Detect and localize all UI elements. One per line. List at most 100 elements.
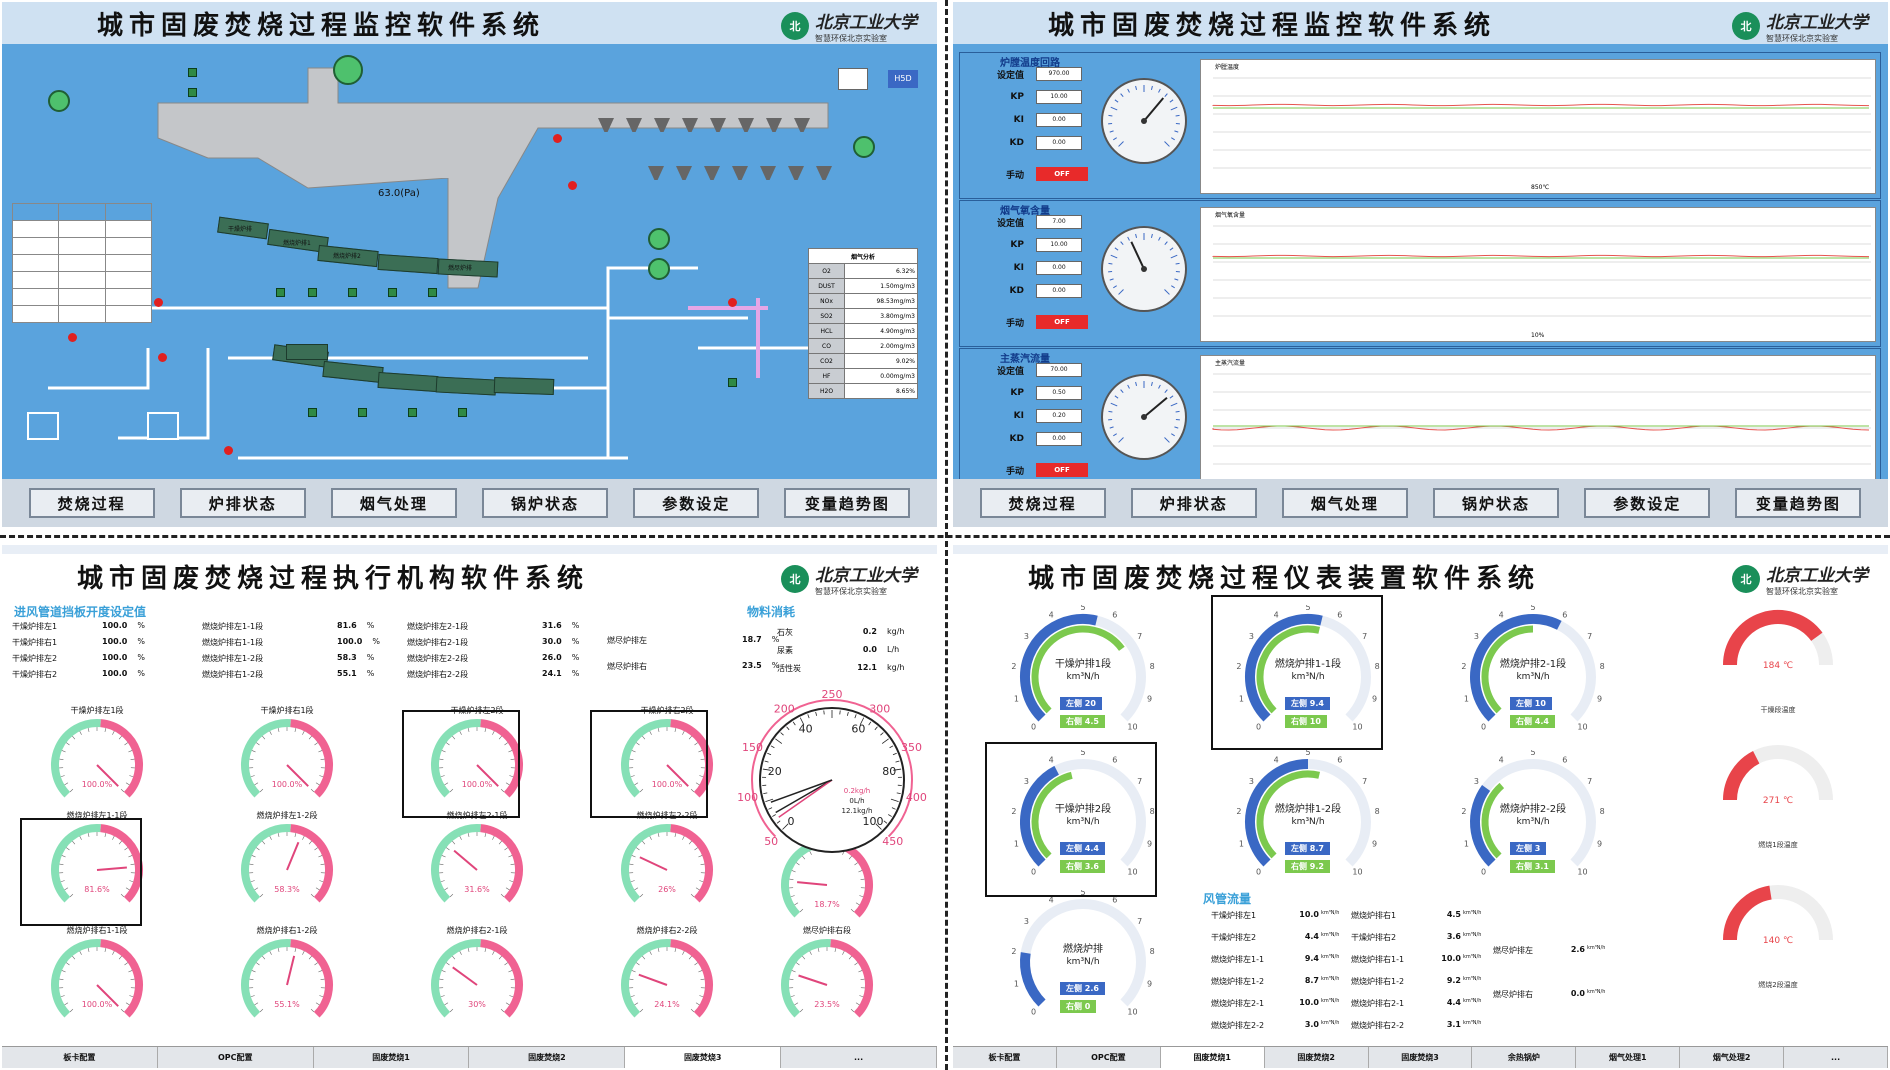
- grate-lower-5[interactable]: [493, 376, 555, 396]
- valve-icon-11[interactable]: [458, 408, 467, 417]
- dial-tick: [1109, 278, 1114, 281]
- dial-tick: [1113, 137, 1117, 141]
- param-input[interactable]: 0.00: [1036, 284, 1082, 298]
- valve-icon-2[interactable]: [188, 88, 197, 97]
- nav-fluegas-button[interactable]: 烟气处理: [1281, 488, 1408, 518]
- logo: 北 北京工业大学智慧环保北京实验室: [1732, 561, 1868, 597]
- fan-icon-1[interactable]: [48, 90, 70, 112]
- nav-boiler-button[interactable]: 锅炉状态: [482, 488, 609, 518]
- nav-trend-button[interactable]: 变量趋势图: [784, 488, 911, 518]
- dial-outer-label: 250: [822, 688, 843, 701]
- opening-gauge: 100.0%: [241, 719, 333, 798]
- tab-opc-config[interactable]: OPC配置: [158, 1047, 314, 1068]
- nav-params-button[interactable]: 参数设定: [633, 488, 760, 518]
- param-input[interactable]: 10.00: [1036, 90, 1082, 104]
- valve-icon-6[interactable]: [388, 288, 397, 297]
- nav-incineration-button[interactable]: 焚烧过程: [979, 488, 1106, 518]
- flow-label: 燃尽炉排左: [1493, 946, 1533, 955]
- gauge-title: 燃烧炉排2-1段: [1500, 657, 1566, 670]
- valve-icon-8[interactable]: [308, 408, 317, 417]
- dial-tick: [1108, 114, 1113, 117]
- svg-text:10: 10: [1127, 867, 1137, 876]
- damper-value: 30.0: [542, 637, 562, 646]
- valve-icon-10[interactable]: [408, 408, 417, 417]
- damper-value: 100.0: [102, 653, 128, 662]
- fan-icon-4[interactable]: [853, 136, 875, 158]
- param-input[interactable]: 0.20: [1036, 409, 1082, 423]
- tab-incineration-1[interactable]: 固废焚烧1: [1160, 1047, 1265, 1068]
- valve-icon-3[interactable]: [276, 288, 285, 297]
- highlight-box: [402, 710, 520, 818]
- grate-lower-4[interactable]: [435, 376, 497, 396]
- param-input[interactable]: 0.00: [1036, 136, 1082, 150]
- nav-trend-button[interactable]: 变量趋势图: [1735, 488, 1862, 518]
- dial-outer-label: 200: [774, 702, 795, 715]
- tab-fluegas-2[interactable]: 烟气处理2: [1680, 1047, 1785, 1068]
- svg-text:3: 3: [1024, 777, 1029, 786]
- param-input[interactable]: 7.00: [1036, 215, 1082, 229]
- nav-incineration-button[interactable]: 焚烧过程: [28, 488, 155, 518]
- nav-grate-button[interactable]: 炉排状态: [179, 488, 306, 518]
- nav-fluegas-button[interactable]: 烟气处理: [330, 488, 457, 518]
- q1-title: 城市固废焚烧过程监控软件系统: [97, 10, 546, 41]
- temp-value: 184 ℃: [1763, 661, 1793, 671]
- tab-incineration-3[interactable]: 固废焚烧3: [1369, 1047, 1473, 1068]
- damper-label: 干燥炉排左1: [12, 622, 58, 631]
- param-input[interactable]: 0.50: [1036, 386, 1082, 400]
- tab-more[interactable]: ...: [1784, 1047, 1888, 1068]
- valve-icon-1[interactable]: [188, 68, 197, 77]
- valve-icon-5[interactable]: [348, 288, 357, 297]
- manual-toggle-button[interactable]: OFF: [1036, 315, 1088, 329]
- param-input[interactable]: 0.00: [1036, 113, 1082, 127]
- manual-toggle-button[interactable]: OFF: [1036, 463, 1088, 477]
- grate-lower-0[interactable]: [286, 344, 328, 360]
- gauge-title: 干燥炉排右1段: [260, 706, 314, 715]
- svg-text:6: 6: [1562, 756, 1567, 765]
- nav-grate-button[interactable]: 炉排状态: [1130, 488, 1257, 518]
- param-input[interactable]: 70.00: [1036, 363, 1082, 377]
- damper-label: 干燥炉排右1: [12, 638, 58, 647]
- param-input[interactable]: 0.00: [1036, 432, 1082, 446]
- valve-icon-7[interactable]: [428, 288, 437, 297]
- svg-text:8: 8: [1150, 662, 1155, 671]
- tab-opc-config[interactable]: OPC配置: [1057, 1047, 1161, 1068]
- valve-icon-4[interactable]: [308, 288, 317, 297]
- flow-label: 燃烧炉排右1-2: [1351, 977, 1405, 986]
- gauge-left-arc: [1470, 614, 1562, 722]
- tab-board-config[interactable]: 板卡配置: [2, 1047, 158, 1068]
- valve-icon-12[interactable]: [728, 378, 737, 387]
- tab-waste-heat-boiler[interactable]: 余热锅炉: [1472, 1047, 1577, 1068]
- manual-toggle-button[interactable]: OFF: [1036, 167, 1088, 181]
- tab-fluegas-1[interactable]: 烟气处理1: [1576, 1047, 1681, 1068]
- fan-icon-2[interactable]: [648, 228, 670, 250]
- flow-value: 8.7: [1304, 976, 1319, 985]
- tab-incineration-1[interactable]: 固废焚烧1: [314, 1047, 470, 1068]
- nav-params-button[interactable]: 参数设定: [1584, 488, 1711, 518]
- nav-boiler-button[interactable]: 锅炉状态: [1433, 488, 1560, 518]
- tab-board-config[interactable]: 板卡配置: [953, 1047, 1057, 1068]
- param-input[interactable]: 0.00: [1036, 261, 1082, 275]
- valve-icon-9[interactable]: [358, 408, 367, 417]
- param-input[interactable]: 970.00: [1036, 67, 1082, 81]
- param-input[interactable]: 10.00: [1036, 238, 1082, 252]
- flow-label: 燃烧炉排右1: [1351, 911, 1397, 920]
- gauge-value: 26%: [658, 885, 676, 894]
- q1-nav: 焚烧过程 炉排状态 烟气处理 锅炉状态 参数设定 变量趋势图: [2, 479, 937, 527]
- tab-incineration-2[interactable]: 固废焚烧2: [1265, 1047, 1369, 1068]
- tab-more[interactable]: ...: [781, 1047, 937, 1068]
- gauge-left-arc: [1245, 759, 1309, 867]
- dial-outer-label: 100: [737, 791, 758, 804]
- fg-key: NOx: [807, 293, 846, 309]
- manual-label: 手动: [1005, 318, 1024, 329]
- fan-icon-3[interactable]: [648, 258, 670, 280]
- dial-inner-label: 80: [882, 765, 896, 778]
- tab-incineration-2[interactable]: 固废焚烧2: [469, 1047, 626, 1068]
- dial-tick: [1169, 99, 1174, 103]
- tab-incineration-3[interactable]: 固废焚烧3: [625, 1047, 782, 1068]
